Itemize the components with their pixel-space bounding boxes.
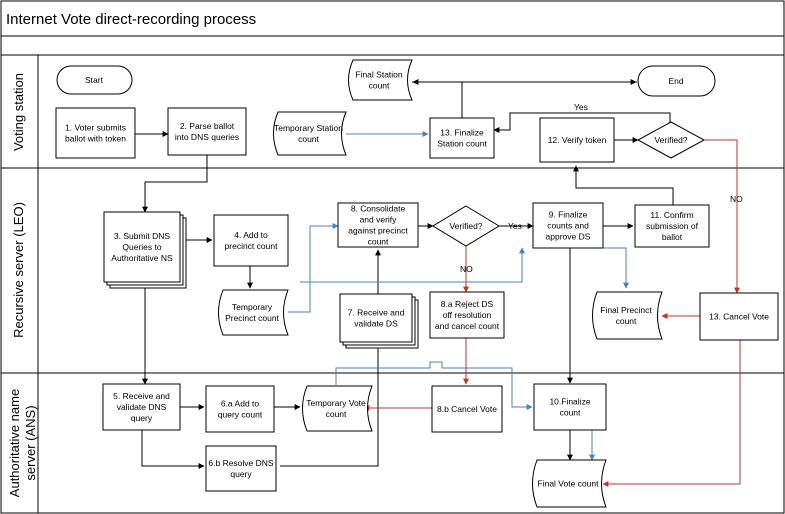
edge-label-yes-top: Yes: [574, 102, 588, 112]
process-step: 13. Cancel Vote: [699, 292, 779, 341]
node-label-n13b: 13. Cancel Vote: [709, 312, 769, 322]
lane-label-voting: Voting station: [11, 73, 26, 151]
lane-label-leo: Recursive server (LEO): [11, 202, 26, 338]
diagram-title: Internet Vote direct-recording process: [6, 11, 256, 28]
edge-label-yes-mid: Yes: [508, 221, 522, 231]
edge-label-no-right: NO: [730, 194, 743, 204]
start-label: Start: [85, 75, 104, 85]
node-label-n12: 12. Verify token: [548, 135, 607, 145]
end-label: End: [668, 76, 683, 86]
data-document: Final Vote count: [532, 459, 607, 508]
decision: Verified?: [432, 205, 500, 247]
decision: Verified?: [636, 121, 706, 159]
node-label-verified2: Verified?: [449, 221, 482, 231]
connectors-blue: [288, 131, 629, 461]
process-step: 12. Verify token: [539, 117, 615, 163]
node-label-n8b: 8.b Cancel Vote: [437, 404, 497, 414]
lane-label-ans: Authoritative nameserver (ANS): [7, 389, 38, 497]
connectors-red: [363, 139, 741, 487]
end-terminator: End: [637, 65, 716, 97]
edge-label-no-mid: NO: [460, 264, 473, 274]
node-label-final_vote: Final Vote count: [538, 479, 600, 489]
svg-text:Authoritative nameserver (ANS): Authoritative nameserver (ANS): [7, 389, 38, 497]
start-terminator: Start: [56, 65, 133, 95]
node-label-verified1: Verified?: [654, 135, 687, 145]
process-step: 8.b Cancel Vote: [431, 385, 503, 433]
